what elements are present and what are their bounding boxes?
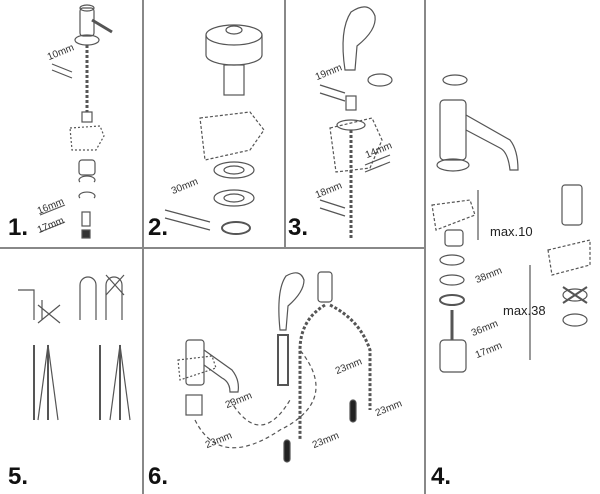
panel6-full-assembly (177, 271, 372, 463)
step-6-number: 6. (148, 463, 169, 490)
panel5-hose-guidance (18, 274, 131, 421)
panel4-spout-valve (431, 74, 591, 373)
max-dimension-label: max.38 (503, 303, 546, 318)
panel3-handshower-mount (319, 6, 393, 240)
step-2-number: 2. (148, 214, 169, 241)
step-3-number: 3. (288, 214, 309, 241)
panel2-spout-mount (164, 24, 265, 235)
panel-dividers (0, 0, 426, 494)
step-5-number: 5. (8, 463, 29, 490)
max-dimension-label: max.10 (490, 224, 533, 239)
step-4-number: 4. (431, 463, 452, 490)
step-1-number: 1. (8, 214, 29, 241)
panel1-mixer-exploded (39, 4, 113, 239)
